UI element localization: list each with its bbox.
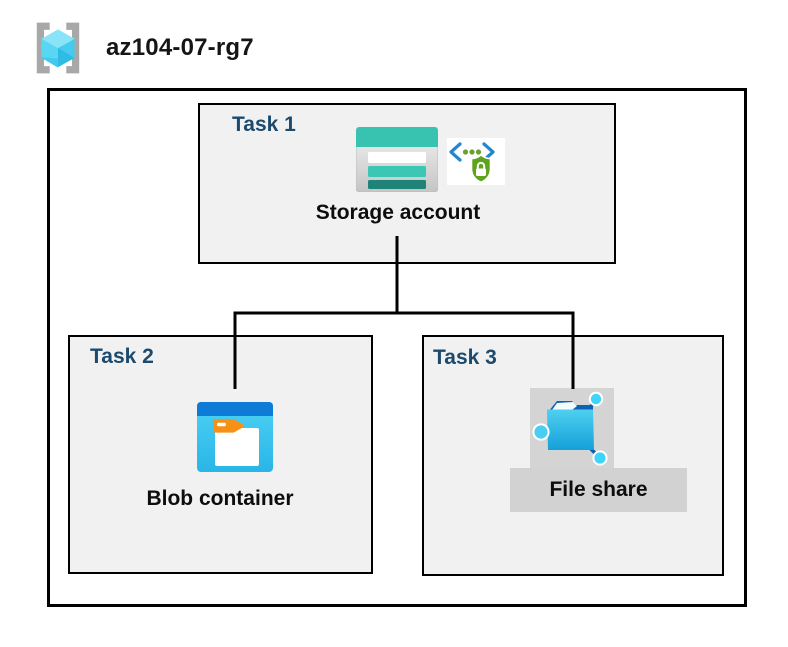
blob-container-label: Blob container xyxy=(146,487,294,510)
storage-account-label: Storage account xyxy=(315,201,481,224)
task3-label: Task 3 xyxy=(433,346,497,369)
file-share-label: File share xyxy=(549,478,648,501)
page-title: az104-07-rg7 xyxy=(106,34,254,61)
code-security-lock-icon xyxy=(447,138,505,185)
file-share-icon xyxy=(532,391,608,466)
resource-group-header: az104-07-rg7 xyxy=(28,18,254,78)
file-share-label-band: File share xyxy=(510,468,687,512)
task1-label: Task 1 xyxy=(232,113,296,136)
resource-group-icon xyxy=(36,22,80,74)
blob-container-icon xyxy=(197,402,273,472)
storage-account-icon xyxy=(356,127,438,192)
task2-label: Task 2 xyxy=(90,345,154,368)
